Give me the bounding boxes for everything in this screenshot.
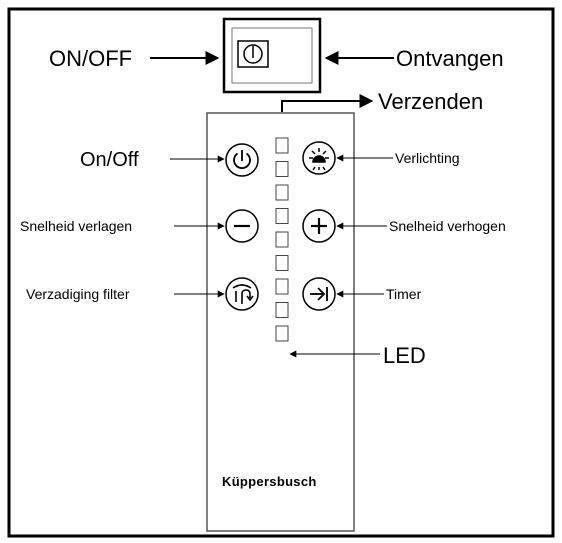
lighting-button [302,141,336,175]
label-snelheid-verlagen: Snelheid verlagen [20,218,132,234]
led-indicator [275,231,289,248]
brand-logo-text: Küppersbusch [222,474,317,489]
plus-icon [311,218,327,234]
receiver-power-icon [243,44,263,64]
outer-frame [7,7,555,538]
speed-down-button [225,209,259,243]
led-column [275,137,289,342]
remote-body [206,112,355,532]
led-indicator [275,161,289,177]
label-snelheid-verhogen: Snelheid verhogen [389,218,506,234]
power-icon [233,150,251,170]
on-off-button [225,143,259,177]
filter-reset-icon [232,284,254,304]
filter-saturation-button [225,277,259,311]
label-ontvangen: Ontvangen [396,46,504,71]
led-indicator [275,325,289,342]
led-indicator [275,137,289,154]
timer-button [302,277,336,311]
label-led: LED [383,343,426,368]
led-indicator [275,302,289,318]
label-verzenden: Verzenden [378,89,483,114]
speed-up-button [302,209,336,243]
timer-arrow-icon [310,287,328,301]
label-timer: Timer [386,286,422,302]
label-verlichting: Verlichting [395,150,460,166]
led-indicator [275,184,289,201]
light-icon [309,148,329,171]
label-verzadiging-filter: Verzadiging filter [26,286,130,302]
led-indicator [275,278,289,295]
label-onoff: On/Off [80,149,139,171]
led-indicator [275,255,289,271]
verzenden-arrow [281,94,374,112]
label-onoff-top: ON/OFF [49,46,132,71]
led-indicator [275,208,289,224]
